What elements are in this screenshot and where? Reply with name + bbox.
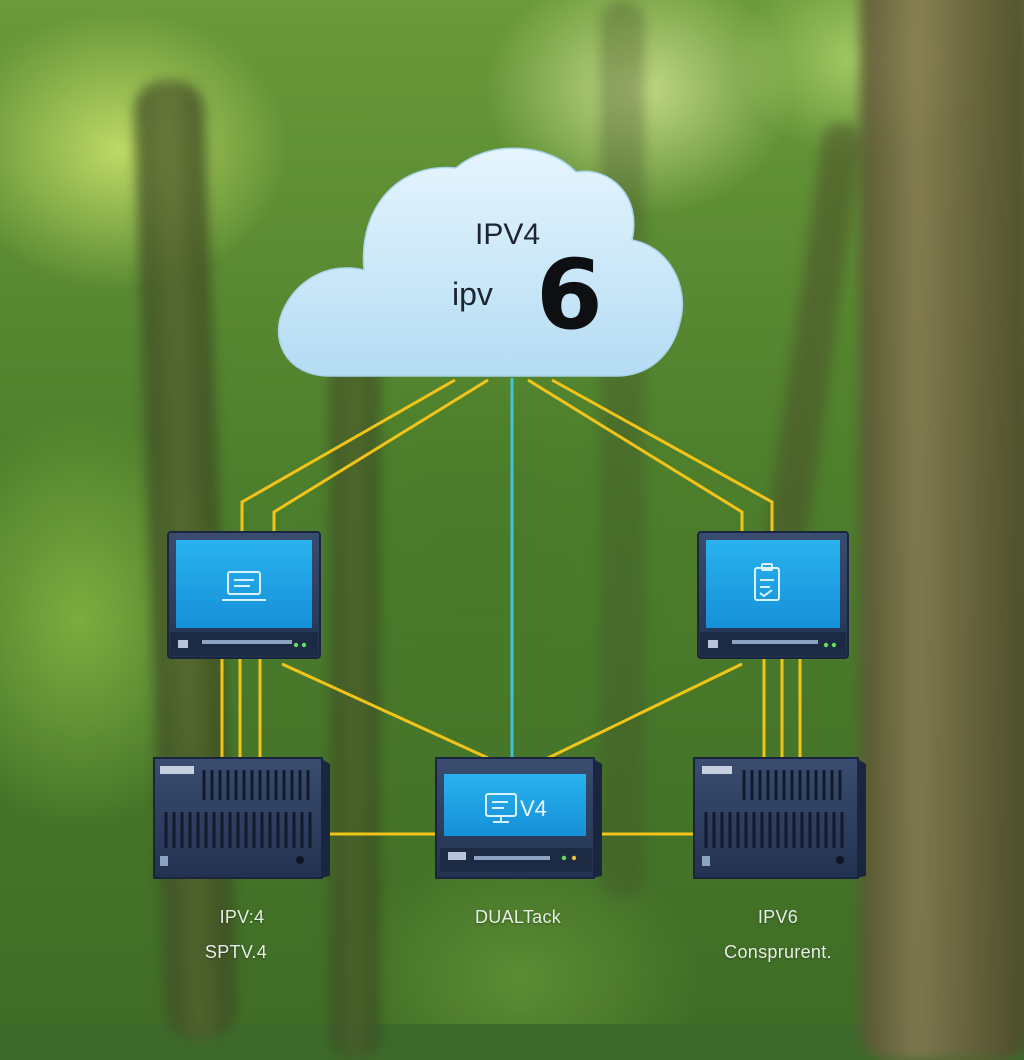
laptop-icon [222,571,266,601]
right-monitor-screen [706,540,840,628]
tree-trunk [860,0,1024,1060]
left-monitor-screen [176,540,312,628]
center-screen-label: V4 [520,796,547,821]
cloud-shape [277,147,684,377]
left-caption-ipv4: IPV:4 [219,907,265,927]
internet-cloud: IPV4 ipv 6 [277,147,684,377]
network-diagram: IPV4 ipv 6 [153,147,866,879]
left-caption-sptv4: SPTV.4 [204,942,268,962]
cloud-label-ipv: ipv [452,276,493,312]
cloud-six-glyph: 6 [536,239,603,351]
link-cloud-right-monitor [551,378,774,532]
clipboard-icon [754,563,780,601]
link-left-monitor-center-device [281,662,489,760]
link-cloud-left-monitor [240,378,456,532]
device-links [220,658,802,836]
cloud-links [240,378,774,532]
center-device: V4 [435,757,602,879]
left-server [153,757,330,879]
center-caption-dualstack: DUALTack [474,907,562,927]
left-monitor [167,531,321,659]
monitor-icon [485,793,517,823]
cloud-label-ipv4: IPV4 [475,218,540,251]
link-cloud-left-monitor [272,378,489,532]
right-monitor [697,531,849,659]
right-caption-consprurent: Consprurent. [724,942,832,962]
right-server [693,757,866,879]
link-cloud-right-monitor [527,378,744,532]
tree-trunk [600,0,645,900]
right-caption-ipv6: IPV6 [757,907,799,927]
link-right-monitor-center-device [547,662,743,760]
